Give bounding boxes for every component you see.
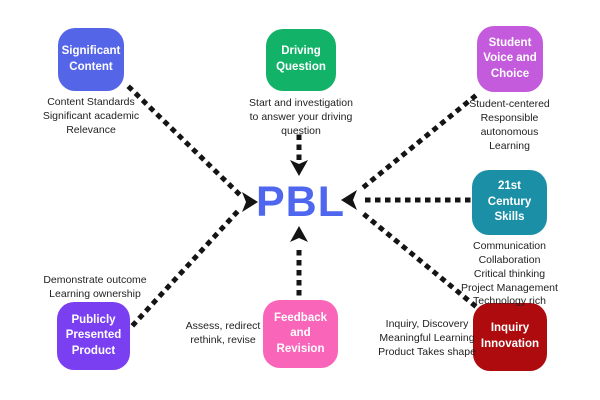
node-significant-content-label: Significant Content xyxy=(61,44,121,73)
annotation-significant-content: Content Standards Significant academic R… xyxy=(42,96,140,136)
arrowhead-bottom xyxy=(290,226,308,242)
node-publicly-presented-label: Publicly Presented Product xyxy=(65,313,122,357)
node-feedback-revision-label: Feedback and Revision xyxy=(273,311,328,355)
node-student-voice-label: Student Voice and Choice xyxy=(483,36,537,80)
node-21st-century-skills: 21st Century Skills xyxy=(472,170,547,235)
arrowhead-right xyxy=(341,190,357,210)
arrowhead-top xyxy=(290,160,308,176)
arrowhead-left xyxy=(242,192,258,212)
annotation-student-voice: Student-centered Responsible autonomous … xyxy=(469,98,550,152)
node-significant-content: Significant Content xyxy=(58,28,124,91)
arrow-student-voice xyxy=(356,93,478,194)
annotation-publicly-presented: Demonstrate outcome Learning ownership xyxy=(43,274,147,300)
node-driving-question-label: Driving Question xyxy=(276,45,326,73)
node-inquiry-innovation-label: Inquiry Innovation xyxy=(480,322,540,350)
node-driving-question: Driving Question xyxy=(266,29,336,91)
node-inquiry-innovation: Inquiry Innovation xyxy=(473,303,547,371)
node-student-voice-and-choice: Student Voice and Choice xyxy=(477,26,543,92)
center-label-pbl: PBL xyxy=(256,178,345,226)
node-feedback-and-revision: Feedback and Revision xyxy=(263,300,338,368)
node-21st-century-skills-label: 21st Century Skills xyxy=(487,180,532,224)
arrow-publicly-presented xyxy=(130,207,242,328)
annotation-inquiry-innovation: Inquiry, Discovery Meaningful Learning P… xyxy=(378,318,476,358)
node-publicly-presented-product: Publicly Presented Product xyxy=(57,302,130,370)
annotation-driving-question: Start and investigation to answer your d… xyxy=(249,97,353,137)
annotation-21st-century-skills: Communication Collaboration Critical thi… xyxy=(461,240,558,308)
annotation-feedback-revision: Assess, redirect rethink, revise xyxy=(185,320,261,346)
